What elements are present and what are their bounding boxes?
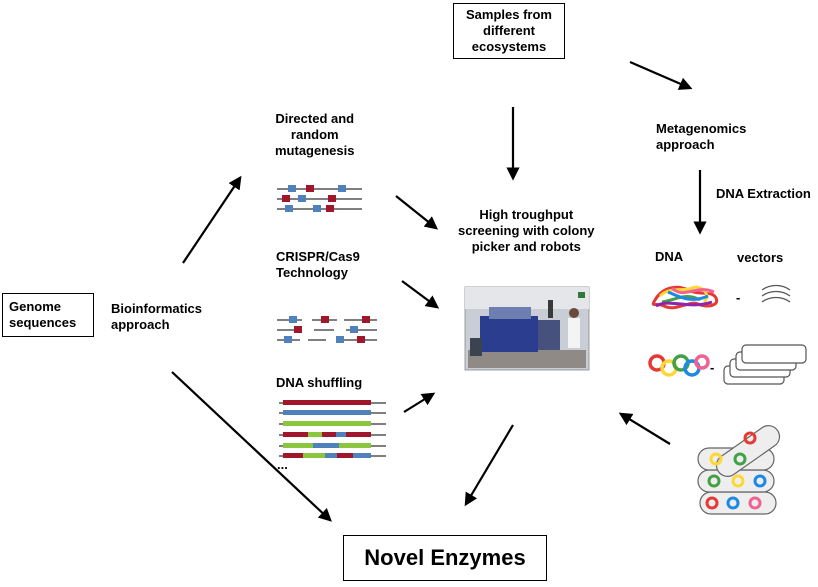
dash-dna: - xyxy=(736,290,740,305)
dna-label: DNA xyxy=(655,249,684,264)
plasmid-rings-icon xyxy=(648,354,710,377)
dna-shuffling-label: DNA shuffling xyxy=(276,375,363,390)
arrow-samples-to-metagenomics xyxy=(629,60,693,90)
arrow-crispr-to-screening xyxy=(401,280,440,309)
lab-robot-photo xyxy=(464,286,590,371)
mutagenesis-sequence-icon xyxy=(277,185,362,212)
dna-extraction-label: DNA Extraction xyxy=(716,186,811,201)
metagenomics-label: Metagenomics approach xyxy=(656,121,747,152)
arrow-screening-to-novel-enzymes xyxy=(464,424,514,507)
bioinformatics-label: Bioinformatics approach xyxy=(111,301,203,332)
bacteria-cells-icon xyxy=(697,425,781,515)
vector-stack-icon xyxy=(723,344,807,385)
directed-mutagenesis-label: Directed and random mutagenesis xyxy=(275,111,355,158)
arrows xyxy=(171,60,707,522)
arrow-shuffling-to-screening xyxy=(403,392,436,413)
vector-lines-icon xyxy=(761,284,791,303)
arrow-genome-to-mutagenesis xyxy=(182,175,242,264)
arrow-mutagenesis-to-screening xyxy=(395,195,439,230)
samples-box: Samples from different ecosystems xyxy=(453,3,565,59)
arrow-cells-to-screening xyxy=(618,412,671,445)
dna-shuffling-strands-icon xyxy=(279,400,386,458)
dash-plasmid: - xyxy=(710,360,714,375)
genome-sequences-box: Genome sequences xyxy=(2,293,94,337)
vectors-label: vectors xyxy=(737,250,784,265)
ellipsis-label: ... xyxy=(277,457,288,472)
novel-enzymes-box: Novel Enzymes xyxy=(343,535,547,581)
hts-label: High troughput screening with colony pic… xyxy=(458,207,595,254)
arrow-genome-to-novel-enzymes xyxy=(171,371,332,522)
dna-plasmid-icon xyxy=(651,285,719,310)
crispr-label: CRISPR/Cas9 Technology xyxy=(276,249,360,280)
crispr-sequence-icon xyxy=(277,316,377,343)
